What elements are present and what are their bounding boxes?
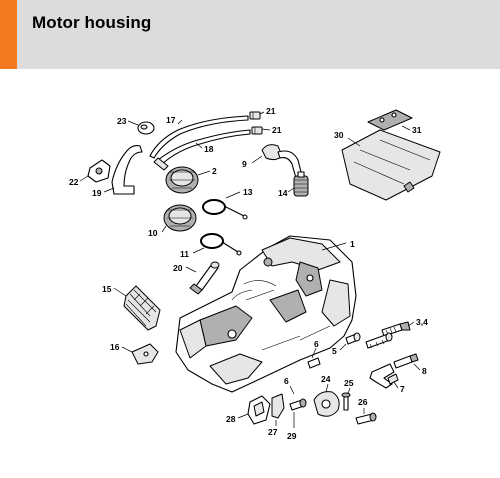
part-cable-guide[interactable] (111, 145, 143, 195)
leader-7 (393, 381, 399, 389)
leader-30 (347, 137, 361, 147)
leader-23 (127, 120, 139, 126)
leader-28 (237, 413, 249, 419)
leader-22 (79, 175, 89, 182)
part-motor-housing[interactable] (175, 235, 357, 393)
callout-5: 5 (332, 346, 337, 356)
part-chain-catcher[interactable] (131, 343, 159, 365)
callout-21a: 21 (266, 106, 276, 116)
part-plug[interactable] (87, 159, 111, 183)
callout-27: 27 (268, 427, 278, 437)
callout-15: 15 (102, 284, 112, 294)
leader-31 (401, 125, 411, 131)
callout-9: 9 (242, 159, 247, 169)
part-screw-5[interactable] (345, 332, 361, 345)
part-spiked-pin[interactable] (189, 261, 220, 295)
leader-5 (339, 343, 347, 351)
leader-6a (311, 347, 317, 359)
leader-21a (259, 111, 265, 115)
callout-16: 16 (110, 342, 120, 352)
callout-22: 22 (69, 177, 79, 187)
part-impulse-hose[interactable] (153, 129, 251, 171)
callout-23: 23 (117, 116, 127, 126)
part-screw-25[interactable] (341, 392, 351, 411)
part-bumper-spike[interactable] (123, 285, 161, 331)
page-title: Motor housing (32, 13, 152, 32)
leader-18 (195, 142, 203, 149)
leader-19 (103, 187, 115, 193)
leader-25 (347, 387, 351, 395)
callout-18: 18 (204, 144, 214, 154)
callout-17: 17 (166, 115, 176, 125)
part-fuel-hose[interactable] (149, 115, 249, 159)
accent-stripe (0, 0, 17, 69)
leader-20 (185, 266, 197, 273)
leader-24 (325, 383, 329, 393)
leader-14 (287, 187, 295, 193)
leader-10 (161, 225, 167, 233)
callout-26: 26 (358, 397, 368, 407)
part-plate-24[interactable] (313, 391, 340, 417)
part-screw-6b[interactable] (307, 357, 321, 369)
callout-8: 8 (422, 366, 427, 376)
part-stud-8[interactable] (393, 353, 419, 369)
part-chain-tensioner[interactable] (369, 363, 399, 389)
leader-9 (251, 155, 263, 164)
part-rubber-ring-upper[interactable] (202, 199, 248, 220)
part-rubber-ring-lower[interactable] (200, 233, 242, 256)
leader-15 (113, 287, 127, 297)
exploded-parts-diagram: 1 2 10 13 11 17 18 (0, 69, 500, 473)
callout-29: 29 (287, 431, 297, 441)
callout-6b: 6 (284, 376, 289, 386)
callout-1: 1 (350, 239, 355, 249)
callout-2: 2 (212, 166, 217, 176)
callout-13: 13 (243, 187, 253, 197)
part-cover[interactable] (341, 129, 441, 201)
leader-3-4 (407, 321, 415, 327)
part-bracket-28[interactable] (247, 395, 271, 425)
part-hose-connector-lower[interactable] (251, 126, 263, 135)
leader-17 (177, 119, 183, 125)
part-screw-6a[interactable] (365, 332, 393, 349)
part-guide-plate-27[interactable] (271, 393, 285, 419)
callout-28: 28 (226, 414, 236, 424)
leader-8 (413, 363, 421, 371)
callout-6a: 6 (314, 339, 319, 349)
part-pickup-body[interactable] (261, 144, 303, 179)
callout-25: 25 (344, 378, 354, 388)
callout-14: 14 (278, 188, 288, 198)
callout-7: 7 (400, 384, 405, 394)
leader-11 (192, 247, 205, 254)
callout-10: 10 (148, 228, 158, 238)
callout-11: 11 (180, 249, 189, 259)
part-hose-connector-upper[interactable] (249, 111, 261, 120)
part-bolt-26[interactable] (355, 412, 377, 425)
callout-31: 31 (412, 125, 422, 135)
leader-6b (289, 385, 295, 395)
leader-2 (197, 170, 211, 176)
callout-19: 19 (92, 188, 102, 198)
callout-24: 24 (321, 374, 331, 384)
part-annular-buffer-lower[interactable] (163, 204, 197, 232)
part-screw-29[interactable] (289, 398, 307, 411)
part-label-plate[interactable] (367, 109, 413, 131)
part-annular-buffer-upper[interactable] (165, 166, 199, 194)
leader-13 (225, 191, 241, 199)
leader-21b (261, 128, 271, 131)
header-bar (0, 0, 500, 69)
callout-30: 30 (334, 130, 344, 140)
callout-3-4: 3,4 (416, 317, 428, 327)
leader-16 (121, 346, 133, 353)
callout-20: 20 (173, 263, 183, 273)
part-grommet[interactable] (137, 121, 155, 135)
leader-1 (321, 242, 347, 251)
part-fuel-filter[interactable] (293, 171, 309, 197)
callout-21b: 21 (272, 125, 282, 135)
